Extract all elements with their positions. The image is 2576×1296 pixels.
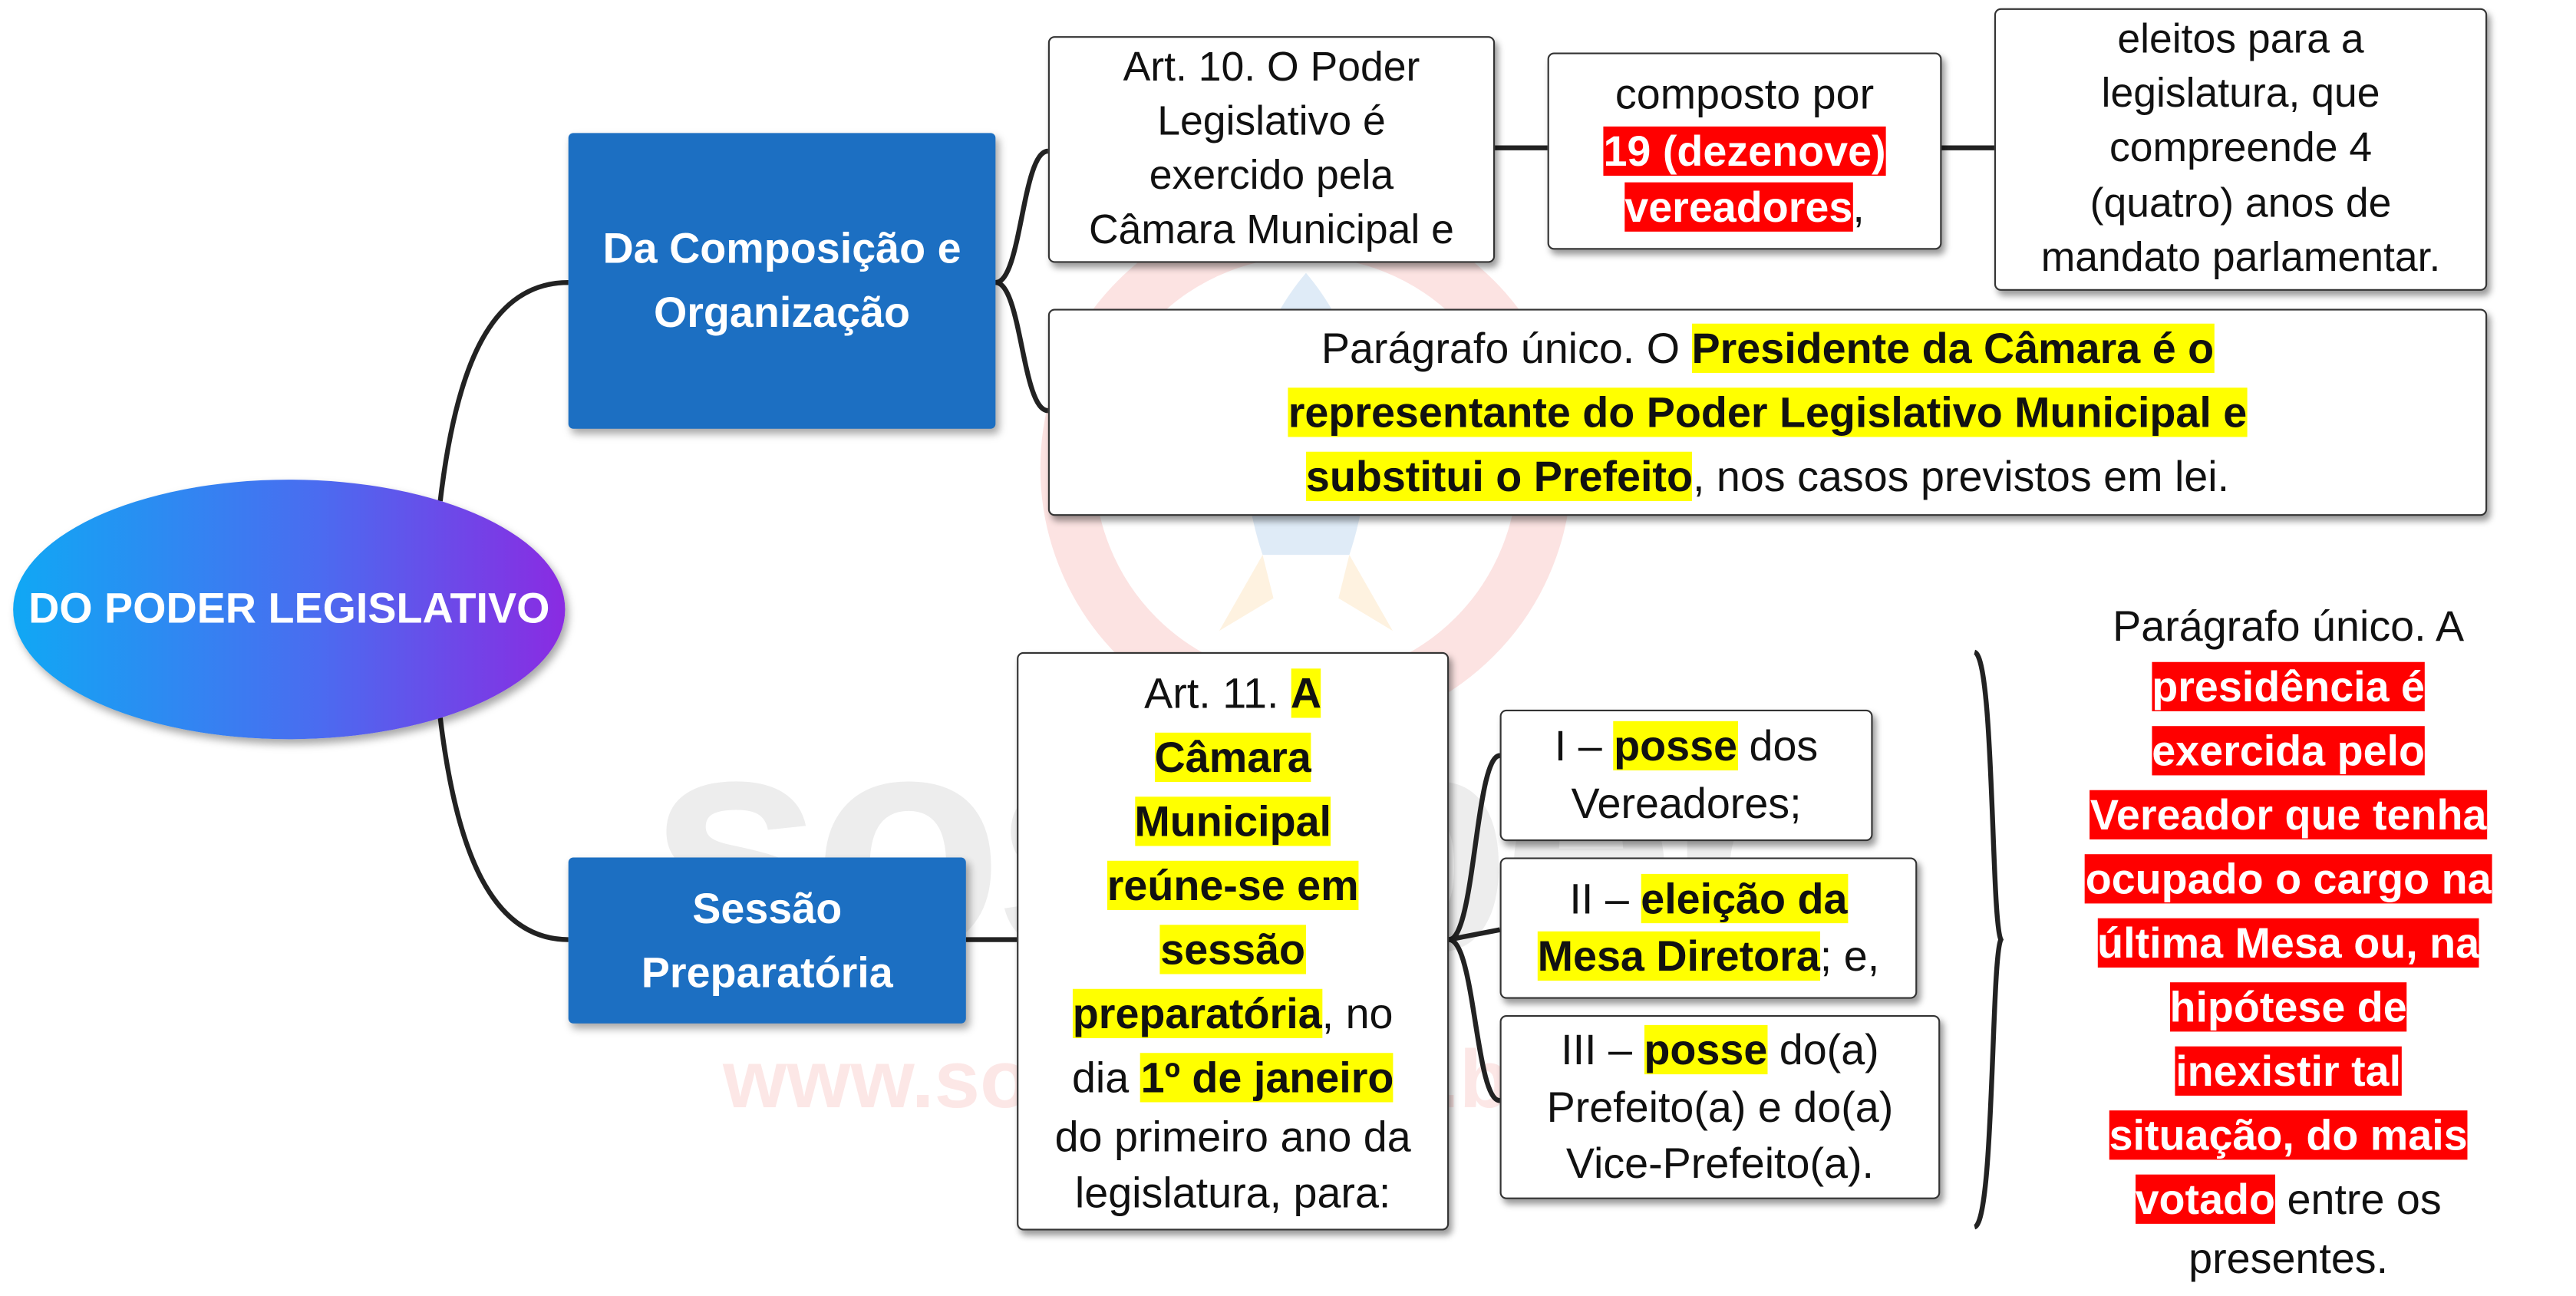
topic-composicao: Da Composição e Organização [568,133,996,429]
paragrafo-text: entre os [2275,1173,2442,1223]
art11-text: do primeiro ano da [1054,1111,1411,1161]
paragrafo-highlight: presidência é [2152,661,2426,711]
item-text: ; e, [1819,931,1880,981]
art11-box: Art. 11. A Câmara Municipal reúne-se em … [1017,651,1450,1231]
item-posse-prefeito: III – posse do(a) Prefeito(a) e do(a) Vi… [1499,1015,1941,1199]
item-posse-vereadores: I – posse dos Vereadores; [1499,709,1873,842]
item-text: Vereadores; [1571,778,1802,828]
paragrafo-highlight: representante do Poder Legislativo Munic… [1288,387,2248,437]
paragrafo-text: Parágrafo único. A [2113,600,2465,651]
item-text: dos [1737,721,1819,771]
eleitos-line: eleitos para a [2117,16,2364,63]
topic-line: Sessão [692,882,843,932]
art11-text: Art. 11. [1144,668,1291,717]
eleitos-line: mandato parlamentar. [2040,234,2441,281]
composto-line: composto por [1615,69,1875,119]
item-highlight: posse [1614,721,1738,771]
art11-text: dia [1071,1052,1141,1102]
paragrafo-highlight: ocupado o cargo na [2085,853,2492,903]
paragrafo-highlight: Presidente da Câmara é o [1691,322,2215,372]
eleitos-line: legislatura, que [2101,71,2380,117]
item-highlight: posse [1644,1025,1768,1075]
art11-text: , no [1321,988,1394,1038]
art10-line: Câmara Municipal e [1088,207,1454,254]
paragrafo-text: , nos casos previstos em lei. [1692,450,2230,500]
root-line: LEGISLATIVO [268,583,550,633]
topic-line: Preparatória [641,947,893,997]
art10-line: Art. 10. O Poder [1123,43,1420,90]
art11-highlight: reúne-se em [1107,860,1359,910]
art10-line: exercido pela [1149,153,1394,200]
topic-line: Organização [653,287,911,337]
art10-box: Art. 10. O Poder Legislativo é exercido … [1047,36,1496,263]
composto-highlight: 19 (dezenove) [1603,126,1886,176]
paragrafo-highlight: última Mesa ou, na [2097,917,2480,967]
art11-highlight: Municipal [1134,796,1332,846]
eleitos-box: eleitos para a legislatura, que compreen… [1994,8,2488,291]
paragrafo-highlight: substitui o Prefeito [1305,450,1693,500]
art11-highlight: preparatória [1072,988,1322,1038]
art11-highlight: sessão [1160,924,1306,974]
item-text: Vice-Prefeito(a). [1565,1139,1874,1189]
root-line: DO PODER [28,583,256,633]
paragrafo-text: Parágrafo único. O [1321,322,1692,372]
art11-text: legislatura, para: [1074,1167,1391,1217]
topic-line: Da [602,223,658,273]
root-node: DO PODER LEGISLATIVO [13,480,566,740]
item-text: do(a) [1767,1025,1879,1075]
item-text: I – [1554,721,1615,771]
topic-line: Composição [669,223,926,273]
eleitos-line: (quatro) anos de [2089,180,2392,226]
paragrafo-presidente-box: Parágrafo único. O Presidente da Câmara … [1047,308,2488,516]
item-eleicao-mesa: II – eleição da Mesa Diretora; e, [1499,857,1918,999]
paragrafo-highlight: hipótese de [2169,981,2407,1031]
paragrafo-highlight: exercida pelo [2152,725,2426,775]
composto-highlight: vereadores [1624,183,1853,232]
art10-line: Legislativo é [1157,97,1386,144]
paragrafo-highlight: votado [2135,1173,2276,1223]
item-text: Prefeito(a) e do(a) [1546,1082,1894,1132]
paragrafo-presidencia: Parágrafo único. A presidência é exercid… [2024,595,2552,1291]
topic-sessao-preparatoria: Sessão Preparatória [568,857,966,1024]
item-text: II – [1569,874,1641,925]
paragrafo-highlight: Vereador que tenha [2089,789,2487,839]
paragrafo-text: presentes. [2188,1232,2389,1282]
paragrafo-highlight: inexistir tal [2175,1045,2402,1095]
composto-comma: , [1852,183,1865,232]
eleitos-line: compreende 4 [2109,125,2373,172]
art11-highlight: Câmara [1154,732,1311,782]
paragrafo-highlight: situação, do mais [2109,1110,2468,1159]
art11-highlight: 1º de janeiro [1140,1052,1394,1102]
item-text: III – [1561,1025,1644,1075]
item-highlight: Mesa Diretora [1537,931,1820,981]
composto-box: composto por 19 (dezenove) vereadores, [1547,52,1942,250]
topic-line: e [937,223,961,273]
art11-highlight: A [1290,668,1322,717]
item-highlight: eleição da [1641,874,1848,925]
